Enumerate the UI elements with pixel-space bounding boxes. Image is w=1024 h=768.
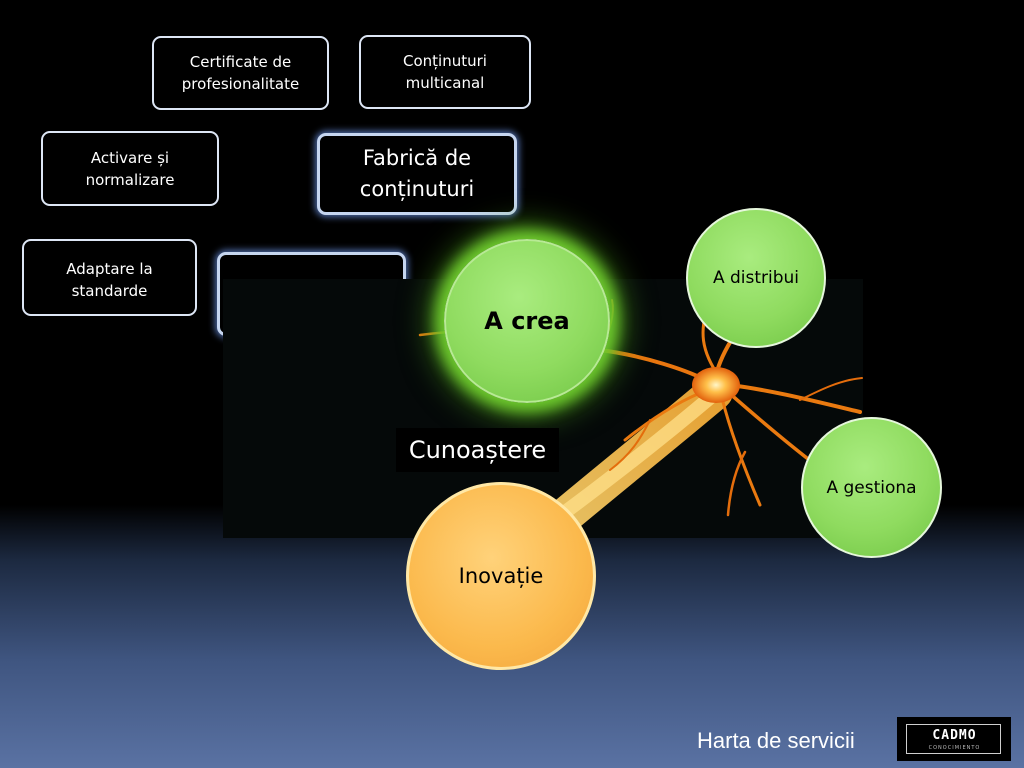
a-gestiona-circle: A gestiona	[801, 417, 942, 558]
a-crea-circle: A crea	[444, 239, 610, 403]
activare-box: Activare și normalizare	[41, 131, 219, 206]
a-distribui-circle: A distribui	[686, 208, 826, 348]
footer-title: Harta de servicii	[697, 728, 855, 753]
logo-main-text: CADMO	[932, 728, 977, 743]
logo-frame: CADMO CONOCIMIENTO	[906, 724, 1001, 754]
cadmo-logo: CADMO CONOCIMIENTO	[897, 717, 1011, 761]
fabrica-box: Fabrică de conținuturi	[317, 133, 517, 215]
inovatie-circle: Inovație	[406, 482, 596, 670]
adaptare-box: Adaptare la standarde	[22, 239, 197, 316]
certificate-box: Certificate de profesionalitate	[152, 36, 329, 110]
logo-sub-text: CONOCIMIENTO	[928, 745, 981, 751]
cunoastere-label: Cunoaștere	[396, 428, 559, 472]
continuturi-multicanal-box: Conținuturi multicanal	[359, 35, 531, 109]
